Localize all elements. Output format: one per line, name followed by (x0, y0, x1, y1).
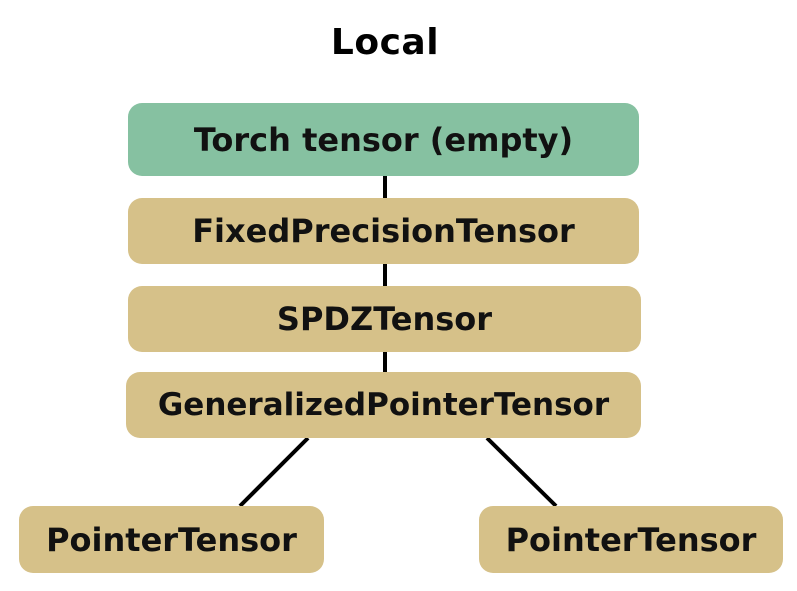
node-label: PointerTensor (505, 520, 757, 559)
node-pointer-tensor-left: PointerTensor (19, 506, 324, 573)
node-generalized-pointer-tensor: GeneralizedPointerTensor (126, 372, 641, 438)
node-spdz-tensor: SPDZTensor (128, 286, 641, 352)
edge-generalized-pointer-right (485, 436, 558, 508)
node-fixed-precision-tensor: FixedPrecisionTensor (128, 198, 639, 264)
node-pointer-tensor-right: PointerTensor (479, 506, 783, 573)
edge-generalized-pointer-left (238, 436, 310, 508)
node-label: SPDZTensor (276, 300, 493, 338)
node-label: FixedPrecisionTensor (192, 212, 575, 250)
node-label: Torch tensor (empty) (193, 120, 574, 159)
diagram-title: Local (330, 22, 440, 63)
node-torch-tensor: Torch tensor (empty) (128, 103, 639, 176)
node-label: PointerTensor (46, 520, 297, 559)
node-label: GeneralizedPointerTensor (157, 387, 610, 423)
